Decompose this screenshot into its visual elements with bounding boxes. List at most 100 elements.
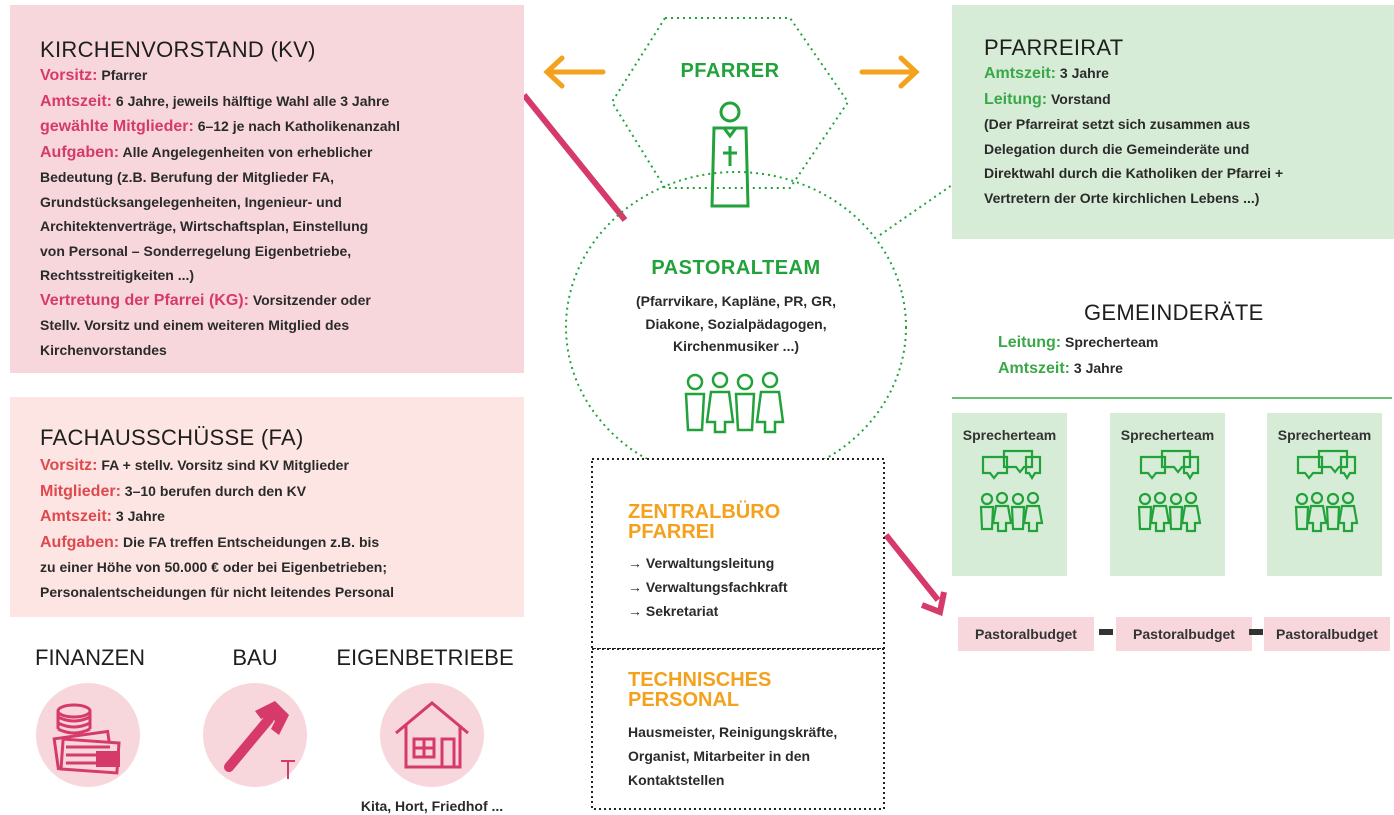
- kv-line: Vorsitz: Pfarrer: [40, 63, 520, 89]
- kv-connector-line: [521, 93, 628, 222]
- kv-line: von Personal – Sonderregelung Eigenbetri…: [40, 242, 352, 259]
- sprecherteam-label: Sprecherteam: [1277, 427, 1372, 443]
- fa-line: zu einer Höhe von 50.000 € oder bei Eige…: [40, 559, 387, 575]
- hammer-icon: [224, 701, 295, 779]
- list-item: → Verwaltungsfachkraft: [628, 575, 788, 599]
- eigenbetriebe-title: EIGENBETRIEBE: [336, 645, 514, 670]
- kv-line: Amtszeit: 6 Jahre, jeweils hälftige Wahl…: [40, 89, 520, 115]
- gemeinderaete-body: Leitung: Sprecherteam Amtszeit: 3 Jahre: [998, 330, 1158, 381]
- fa-key: Aufgaben:: [40, 533, 120, 551]
- bau-title: BAU: [232, 645, 278, 670]
- gemeinderaete-value: Sprecherteam: [1064, 334, 1159, 350]
- money-icon: [52, 703, 121, 775]
- pastoralteam-title: PASTORALTEAM: [651, 257, 821, 279]
- budget-connector-line: [883, 533, 941, 602]
- pfarreirat-body: Amtszeit: 3 Jahre Leitung: Vorstand (Der…: [984, 61, 1384, 210]
- fa-key: Amtszeit:: [40, 508, 113, 525]
- pfarreirat-key: Amtszeit:: [984, 65, 1057, 82]
- zentralbuero-title-line: ZENTRALBÜRO: [628, 501, 781, 523]
- pfarreirat-line: Delegation durch die Gemeinderäte und: [984, 140, 1250, 157]
- pfarrer-title: PFARRER: [680, 60, 780, 82]
- fachausschuesse-panel: FACHAUSSCHÜSSE (FA) Vorsitz: FA + stellv…: [10, 397, 524, 617]
- fa-value: FA + stellv. Vorsitz sind KV Mitglieder: [101, 457, 349, 473]
- list-item-label: Sekretariat: [645, 603, 719, 619]
- sprecherteam-label: Sprecherteam: [1120, 427, 1215, 443]
- pfarreirat-panel: PFARREIRAT Amtszeit: 3 Jahre Leitung: Vo…: [952, 5, 1394, 239]
- technisch-title: TECHNISCHES PERSONAL: [628, 670, 771, 710]
- kv-key: gewählte Mitglieder:: [40, 118, 194, 135]
- fa-value: Die FA treffen Entscheidungen z.B. bis: [123, 533, 380, 550]
- pfarreirat-line: Leitung: Vorstand: [984, 87, 1384, 113]
- fa-line: Vorsitz: FA + stellv. Vorsitz sind KV Mi…: [40, 453, 520, 479]
- budget-arrowhead: [920, 591, 947, 617]
- technisch-line: Hausmeister, Reinigungskräfte,: [628, 724, 838, 740]
- arrow-right-icon: →: [628, 555, 646, 571]
- pfarreirat-value: 3 Jahre: [1059, 65, 1109, 81]
- kv-key: Aufgaben:: [40, 143, 120, 161]
- house-icon: [395, 701, 469, 769]
- list-item-label: Verwaltungsfachkraft: [645, 579, 788, 595]
- fa-line: Amtszeit: 3 Jahre: [40, 504, 520, 530]
- technisch-line: Kontaktstellen: [628, 772, 725, 788]
- technisch-text: Hausmeister, Reinigungskräfte, Organist,…: [628, 720, 837, 792]
- kv-line: Aufgaben: Alle Angelegenheiten von erheb…: [40, 140, 520, 166]
- speech-bubbles-icon: [1294, 449, 1359, 533]
- speech-bubbles-icon: [979, 449, 1044, 533]
- list-item: → Sekretariat: [628, 599, 788, 623]
- eigenbetriebe-caption: Kita, Hort, Friedhof ...: [360, 798, 504, 814]
- arrow-right-icon: →: [628, 579, 646, 595]
- kv-value: Vorsitzender oder: [252, 291, 371, 308]
- sprecherteam-card: Sprecherteam: [952, 413, 1067, 576]
- pfarreirat-line: Amtszeit: 3 Jahre: [984, 61, 1384, 87]
- sprecherteam-card: Sprecherteam: [1267, 413, 1382, 576]
- kv-line: Bedeutung (z.B. Berufung der Mitglieder …: [40, 169, 334, 185]
- fa-value: 3–10 berufen durch den KV: [124, 482, 307, 499]
- zentralbuero-title: ZENTRALBÜRO PFARREI: [628, 502, 780, 542]
- zentralbuero-box: [591, 458, 885, 650]
- gemeinderaete-line: Amtszeit: 3 Jahre: [998, 356, 1158, 382]
- pastoralteam-line: Kirchenmusiker ...): [672, 338, 800, 354]
- kv-value: 6 Jahre, jeweils hälftige Wahl alle 3 Ja…: [115, 92, 390, 109]
- kv-line: Rechtsstreitigkeiten ...): [40, 267, 195, 283]
- finanzen-circle: [36, 683, 140, 787]
- budget-separator: [1099, 629, 1113, 635]
- fa-line: Aufgaben: Die FA treffen Entscheidungen …: [40, 530, 520, 556]
- pastoralteam-text: (Pfarrvikare, Kapläne, PR, GR, Diakone, …: [596, 290, 876, 358]
- gemeinderaete-line: Leitung: Sprecherteam: [998, 330, 1158, 356]
- kirchenvorstand-panel: KIRCHENVORSTAND (KV) Vorsitz: Pfarrer Am…: [10, 5, 524, 373]
- group-icon: [684, 371, 785, 434]
- zentralbuero-list: → Verwaltungsleitung → Verwaltungsfachkr…: [628, 551, 788, 623]
- list-item-label: Verwaltungsleitung: [645, 555, 775, 571]
- gemeinderaete-title: GEMEINDERÄTE: [1084, 300, 1264, 325]
- pastoralteam-line: Diakone, Sozialpädagogen,: [645, 315, 827, 332]
- pastoralteam-line: (Pfarrvikare, Kapläne, PR, GR,: [636, 293, 836, 309]
- pfarreirat-key: Leitung:: [984, 90, 1048, 108]
- pastoralbudget-box: Pastoralbudget: [1264, 617, 1390, 651]
- sprecherteam-label: Sprecherteam: [962, 427, 1057, 443]
- pfarreirat-title: PFARREIRAT: [984, 35, 1124, 60]
- budget-separator: [1249, 629, 1263, 635]
- kv-value: Pfarrer: [101, 67, 148, 83]
- technisch-title-line: TECHNISCHES: [628, 669, 772, 691]
- speech-bubbles-icon: [1137, 449, 1202, 533]
- pfarrer-hexagon: [610, 17, 850, 189]
- pfarreirat-line: (Der Pfarreirat setzt sich zusammen aus: [984, 116, 1251, 132]
- fa-value: 3 Jahre: [115, 508, 165, 524]
- kv-value: 6–12 je nach Katholikenanzahl: [197, 118, 400, 134]
- technisch-box: [591, 648, 885, 810]
- kv-key: Amtszeit:: [40, 92, 113, 110]
- gemeinderaete-value: 3 Jahre: [1073, 359, 1123, 376]
- kv-line: Kirchenvorstandes: [40, 341, 167, 358]
- pfarreirat-line: Direktwahl durch die Katholiken der Pfar…: [984, 165, 1284, 181]
- kv-key: Vertretung der Pfarrei (KG):: [40, 291, 249, 309]
- sprecherteam-card: Sprecherteam: [1110, 413, 1225, 576]
- fa-key: Mitglieder:: [40, 482, 121, 500]
- technisch-title-line: PERSONAL: [628, 689, 740, 711]
- left-arrow-icon: [543, 55, 606, 89]
- pfarreirat-line: Vertretern der Orte kirchlichen Lebens .…: [984, 189, 1260, 206]
- kv-value: Alle Angelegenheiten von erheblicher: [122, 143, 373, 160]
- pfarreirat-connector-line: [879, 184, 953, 236]
- kv-line: Grundstücksangelegenheiten, Ingenieur- u…: [40, 193, 342, 210]
- kv-title: KIRCHENVORSTAND (KV): [40, 37, 316, 62]
